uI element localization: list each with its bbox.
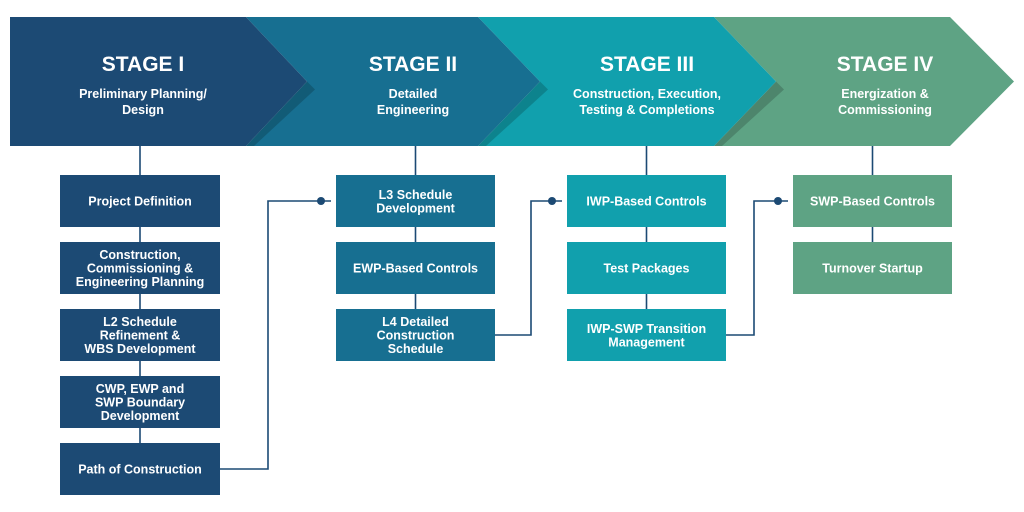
stage-1-box-shape xyxy=(60,175,220,227)
stage-2-box-shape xyxy=(336,242,495,294)
stage-2-box-label-line: L4 Detailed xyxy=(382,315,449,329)
stage-2-subtitle-line: Detailed xyxy=(389,87,438,101)
stage-4-box: SWP-Based Controls xyxy=(793,175,952,227)
handoff-connector-dot xyxy=(548,197,556,205)
stage-3-box-label-line: Test Packages xyxy=(604,262,690,276)
stage-arrows: STAGE I Preliminary Planning/Design STAGE … xyxy=(10,17,1014,146)
stage-1-title: STAGE I xyxy=(102,53,184,76)
handoff-connector-dot xyxy=(774,197,782,205)
stage-4-box: Turnover Startup xyxy=(793,242,952,294)
stage-2-box-shape xyxy=(336,309,495,361)
stage-1-box-shape xyxy=(60,242,220,294)
stage-4-arrow xyxy=(714,17,1014,146)
handoff-connector-2 xyxy=(495,200,562,336)
stage-3-arrow-shadow xyxy=(714,81,784,146)
stage-1-box-shape xyxy=(60,376,220,428)
stage-3-box-shape xyxy=(567,242,726,294)
stage-2-box-label-line: Development xyxy=(376,201,455,215)
stage-2-arrow-shadow xyxy=(478,81,548,146)
stage-2-arrow xyxy=(246,17,540,146)
stage-2-subtitle-line: Engineering xyxy=(377,103,449,117)
stage-2-box-label-line: Schedule xyxy=(388,342,444,356)
stage-4-title: STAGE IV xyxy=(837,53,933,76)
stage-3-box-shape xyxy=(567,309,726,361)
stage-3-box-label-line: IWP-SWP Transition xyxy=(587,322,706,336)
stage-1-subtitle-line: Design xyxy=(122,103,164,117)
handoff-connector-1 xyxy=(220,200,331,470)
stage-1-arrow-shape xyxy=(10,17,307,146)
stage-1-box-shape xyxy=(60,443,220,495)
stage-1-box-label-line: WBS Development xyxy=(84,342,196,356)
stage-4-box-shape xyxy=(793,175,952,227)
stage-3-subtitle-line: Construction, Execution, xyxy=(573,87,721,101)
stage-3-box: IWP-Based Controls xyxy=(567,175,726,227)
stage-3-arrow xyxy=(478,17,776,146)
stage-3-subtitle-line: Testing & Completions xyxy=(579,103,714,117)
stage-1-box-label-line: Construction, xyxy=(99,248,180,262)
connector-lines xyxy=(139,146,874,470)
stage-2-box: EWP-Based Controls xyxy=(336,242,495,294)
stage-3-box-label-line: Management xyxy=(608,335,685,349)
handoff-connector-dot xyxy=(317,197,325,205)
stage-4-box-label-line: Turnover Startup xyxy=(822,262,923,276)
stage-2-arrow-shape xyxy=(246,17,540,146)
stage-2-box-label-line: Construction xyxy=(377,329,455,343)
stage-3-box-label-line: IWP-Based Controls xyxy=(586,195,706,209)
stage-1-box-shape xyxy=(60,309,220,361)
task-boxes: Project DefinitionConstruction,Commissio… xyxy=(60,175,952,495)
stage-1-box-label-line: CWP, EWP and xyxy=(96,382,184,396)
stage-2-box-label-line: L3 Schedule xyxy=(379,188,453,202)
stage-4-subtitle-line: Energization & xyxy=(841,87,929,101)
stage-1-box: Construction,Commissioning &Engineering … xyxy=(60,242,220,294)
stage-1-box-label-line: SWP Boundary xyxy=(95,396,185,410)
stage-3-arrow-shape xyxy=(478,17,776,146)
stage-4-box-shape xyxy=(793,242,952,294)
stage-1-box-label-line: L2 Schedule xyxy=(103,315,177,329)
stage-3-box: Test Packages xyxy=(567,242,726,294)
stage-1-subtitle-line: Preliminary Planning/ xyxy=(79,87,207,101)
handoff-connector-3 xyxy=(726,200,788,336)
stage-1-box-label-line: Development xyxy=(101,409,180,423)
stage-1-box-label-line: Engineering Planning xyxy=(76,275,204,289)
stage-1-box: Project Definition xyxy=(60,175,220,227)
stage-1-arrow-shadow xyxy=(246,81,315,146)
stage-1-box-label-line: Refinement & xyxy=(100,329,181,343)
stage-4-arrow-shape xyxy=(714,17,1014,146)
stage-4-subtitle-line: Commissioning xyxy=(838,103,932,117)
stage-3-title: STAGE III xyxy=(600,53,694,76)
stage-2-title: STAGE II xyxy=(369,53,457,76)
stage-2-box-label-line: EWP-Based Controls xyxy=(353,262,478,276)
stage-2-box-shape xyxy=(336,175,495,227)
stage-1-box: Path of Construction xyxy=(60,443,220,495)
stage-1-box-label-line: Project Definition xyxy=(88,195,191,209)
stage-1-box-label-line: Path of Construction xyxy=(78,463,202,477)
stage-4-box-label-line: SWP-Based Controls xyxy=(810,195,935,209)
stage-1-box-label-line: Commissioning & xyxy=(87,262,193,276)
stage-3-box-shape xyxy=(567,175,726,227)
stage-1-arrow xyxy=(10,17,307,146)
